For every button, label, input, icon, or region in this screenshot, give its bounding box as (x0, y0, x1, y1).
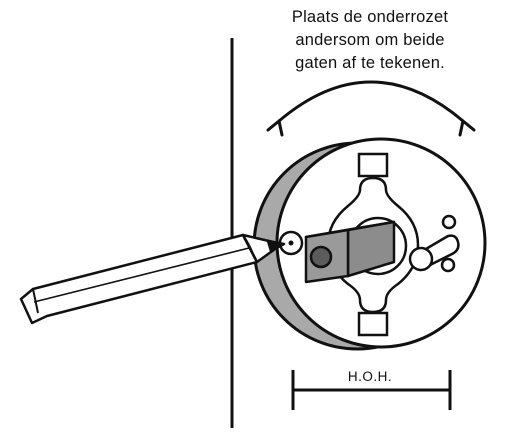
instruction-line-3: gaten af te tekenen. (295, 54, 445, 72)
rotate-arrow-icon (266, 80, 476, 137)
right-small-hole-top (441, 214, 457, 230)
square-spindle (304, 220, 396, 284)
bottom-screw-slot (357, 311, 389, 337)
instruction-line-1: Plaats de onderrozet (291, 8, 449, 26)
instruction-line-2: andersom om beide (295, 31, 445, 49)
top-screw-slot (357, 152, 389, 178)
pencil-body (19, 233, 259, 325)
right-small-hole-bottom (440, 257, 456, 273)
right-pin (408, 234, 460, 272)
pencil-lead (266, 239, 286, 253)
pencil-icon (19, 233, 286, 325)
spindle-end-hole (309, 245, 333, 269)
pencil-mark-dot (288, 240, 294, 246)
hoh-label: H.O.H. (347, 369, 393, 384)
hoh-dimension (291, 370, 452, 410)
